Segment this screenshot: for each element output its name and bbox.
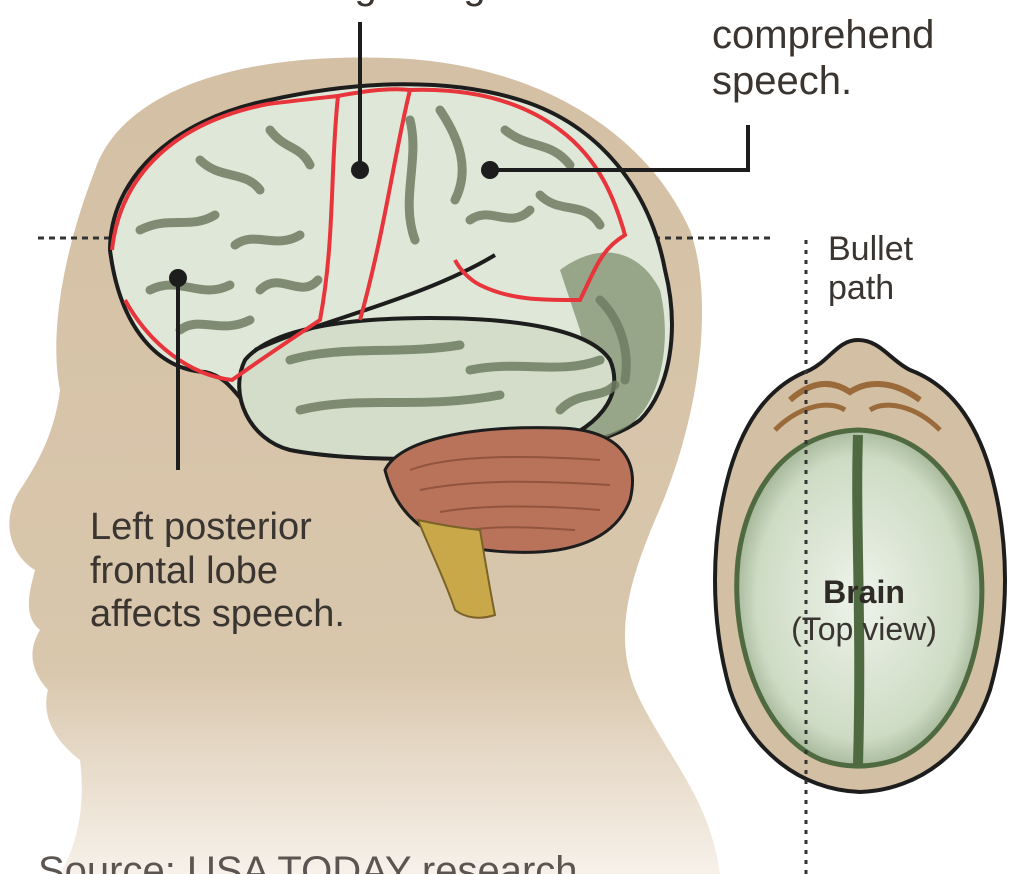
comprehension-line-2: comprehend — [712, 12, 934, 58]
frontal-line-3: affects speech. — [90, 593, 345, 637]
brain-top-view — [715, 340, 1005, 792]
source-credit: Source: USA TODAY research — [38, 848, 578, 874]
comprehension-dot — [481, 161, 499, 179]
comprehension-line-3: speech. — [712, 58, 934, 104]
brain-subtitle: (Top view) — [744, 611, 984, 648]
bullet-path-label: Bullet path — [828, 230, 913, 308]
comprehension-label: . comprehend speech. — [712, 0, 934, 104]
bullet-line-1: Bullet — [828, 230, 913, 269]
motor-dot — [351, 161, 369, 179]
frontal-lobe-label: Left posterior frontal lobe affects spee… — [90, 506, 345, 637]
brain-title: Brain — [744, 574, 984, 611]
top-partial-label: ...ing ... ing — [290, 0, 486, 8]
frontal-line-1: Left posterior — [90, 506, 345, 550]
brain-top-view-label: Brain (Top view) — [744, 574, 984, 648]
frontal-dot — [169, 269, 187, 287]
frontal-line-2: frontal lobe — [90, 550, 345, 594]
bullet-line-2: path — [828, 269, 913, 308]
